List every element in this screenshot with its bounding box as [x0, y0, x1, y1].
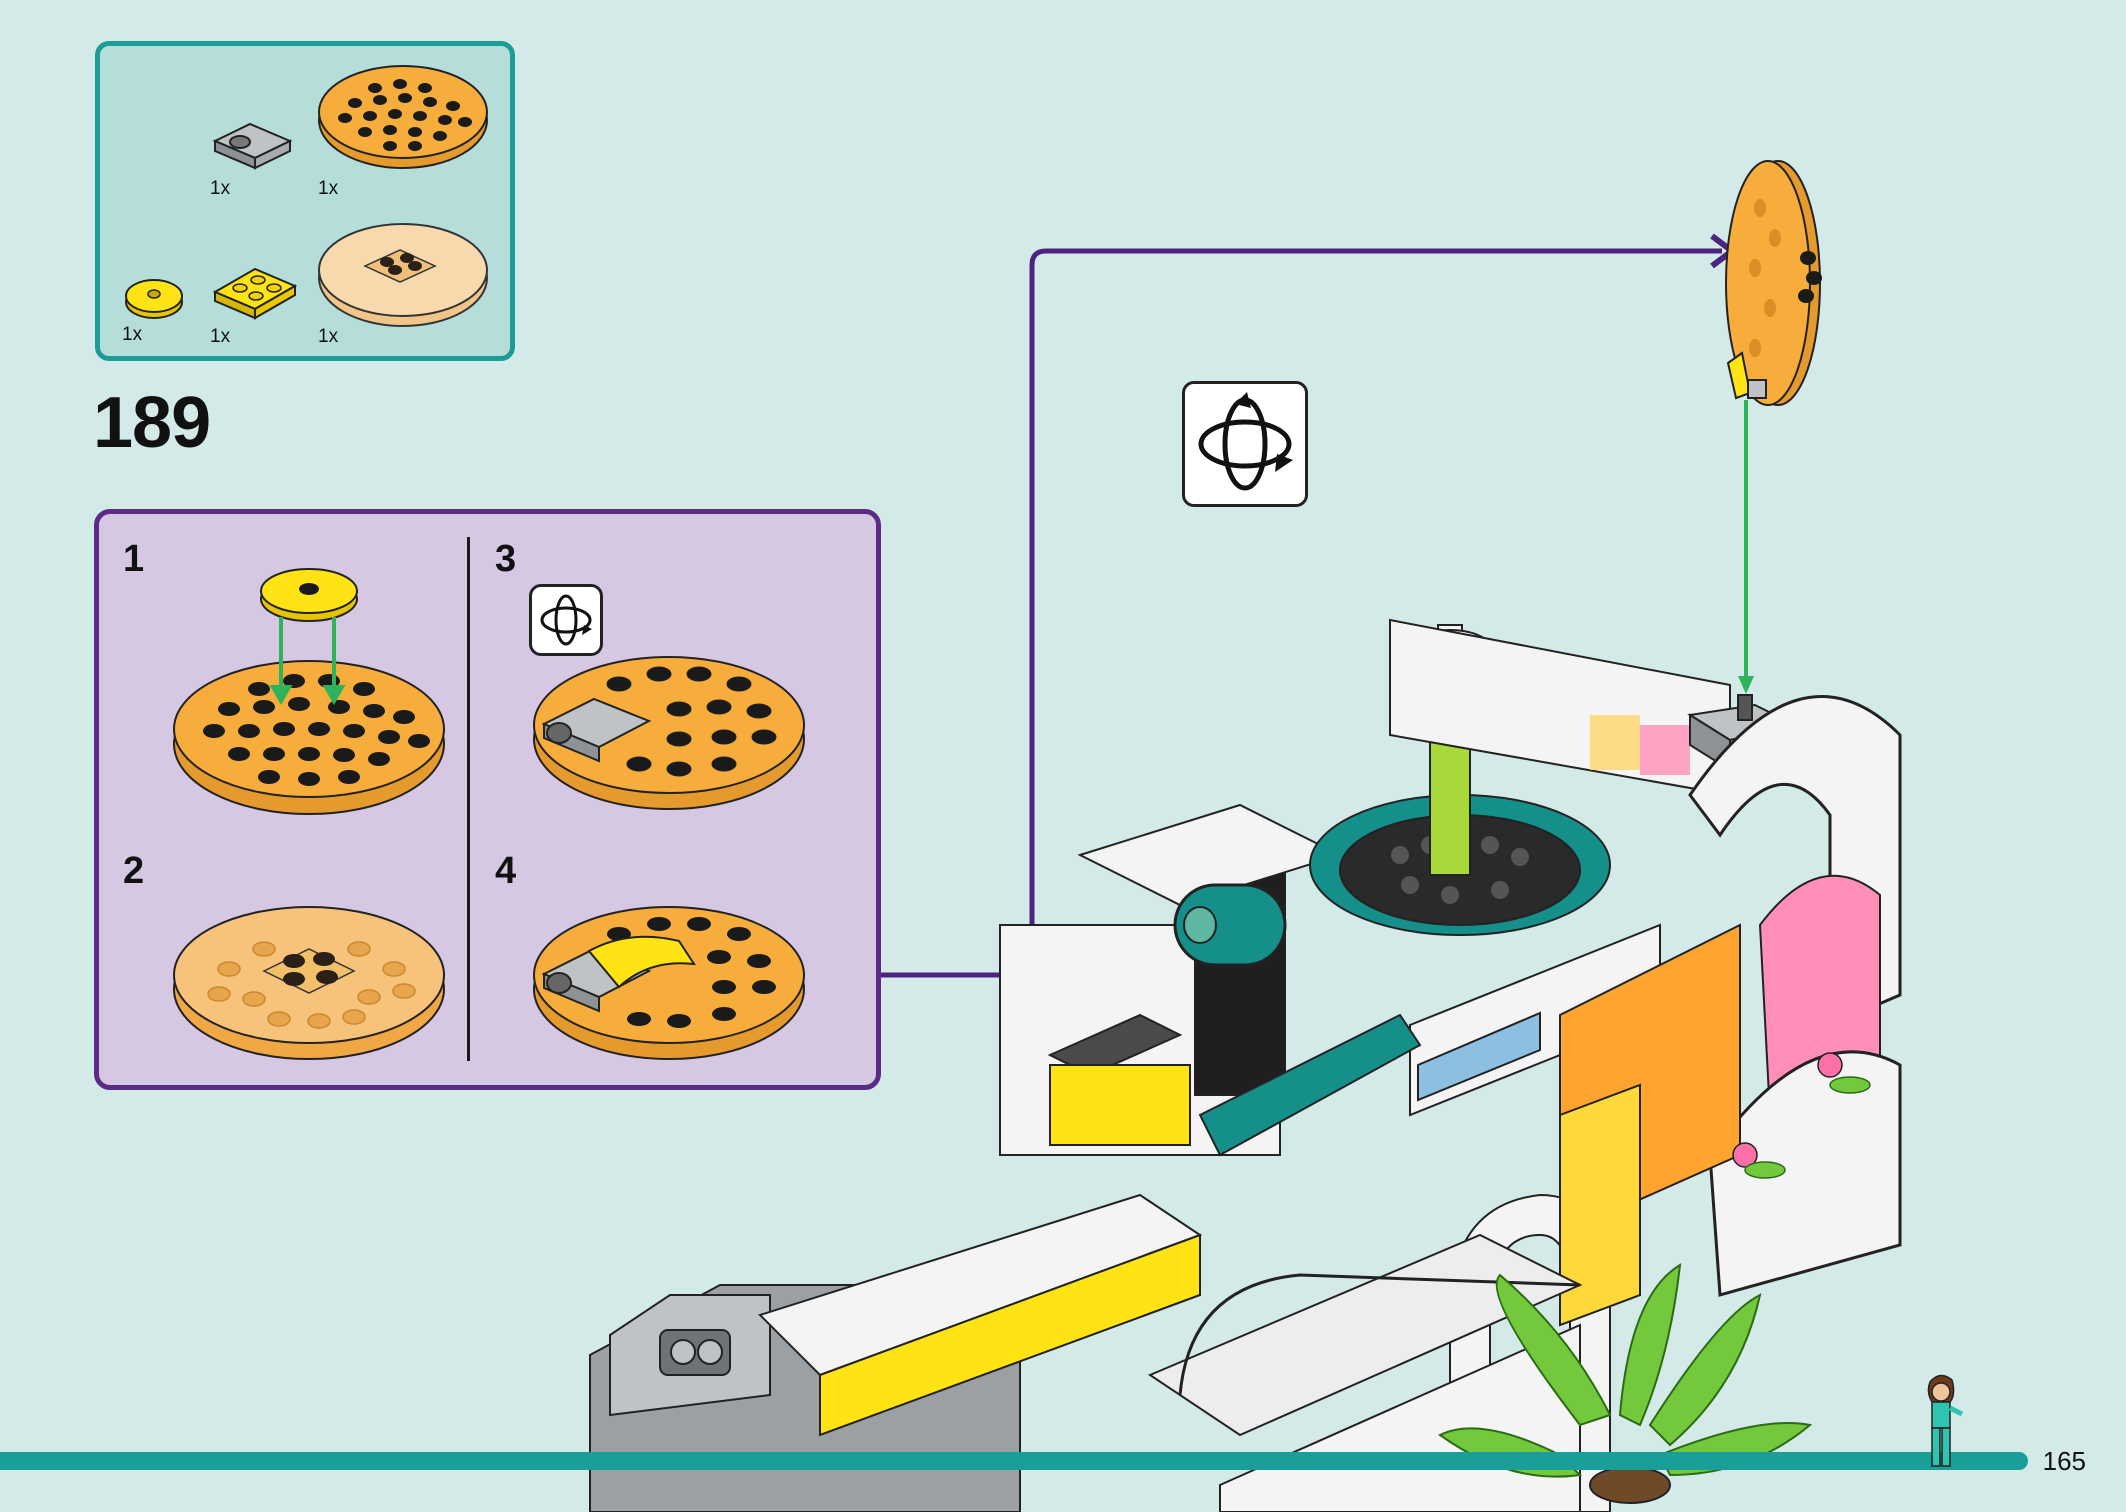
main-model-illustration [589, 618, 1902, 1512]
substep-label-1: 1 [123, 538, 145, 580]
rotate-model-icon [540, 594, 592, 646]
part-qty: 1x [210, 178, 231, 199]
assembled-submodel [1725, 160, 1822, 406]
substep-label-4: 4 [495, 850, 517, 892]
substep-2-illustration [173, 906, 445, 1060]
part-yellow-wedge-plate [212, 267, 298, 320]
green-arrowhead [1738, 676, 1754, 694]
part-gray-plate-with-clip [212, 122, 293, 170]
substep-label-3: 3 [495, 538, 517, 580]
page-number: 165 [2042, 1446, 2086, 1476]
part-qty: 1x [210, 326, 231, 347]
rotate-model-icon [1198, 392, 1293, 491]
footer-bar [0, 1452, 2028, 1470]
substep-3-rotate-box [529, 584, 603, 656]
rotate-model-box [1182, 381, 1308, 507]
part-yellow-round-tile [125, 279, 183, 319]
minifigure-icon [1927, 1374, 1964, 1467]
part-qty: 1x [122, 324, 143, 345]
part-qty: 1x [318, 326, 339, 347]
substep-4-illustration [533, 906, 805, 1060]
part-transparent-orange-round-plate [318, 223, 488, 327]
parts-list-box: 1x 1x 1x 1x 1x [95, 41, 515, 361]
substep-label-2: 2 [123, 850, 145, 892]
substep-1-illustration [173, 568, 445, 815]
substep-3-illustration [533, 656, 805, 810]
part-qty: 1x [318, 178, 339, 199]
part-orange-round-plate [318, 65, 488, 169]
step-number: 189 [93, 383, 211, 463]
substeps-box: 1 2 3 4 [94, 509, 881, 1090]
substep-divider [467, 537, 470, 1061]
